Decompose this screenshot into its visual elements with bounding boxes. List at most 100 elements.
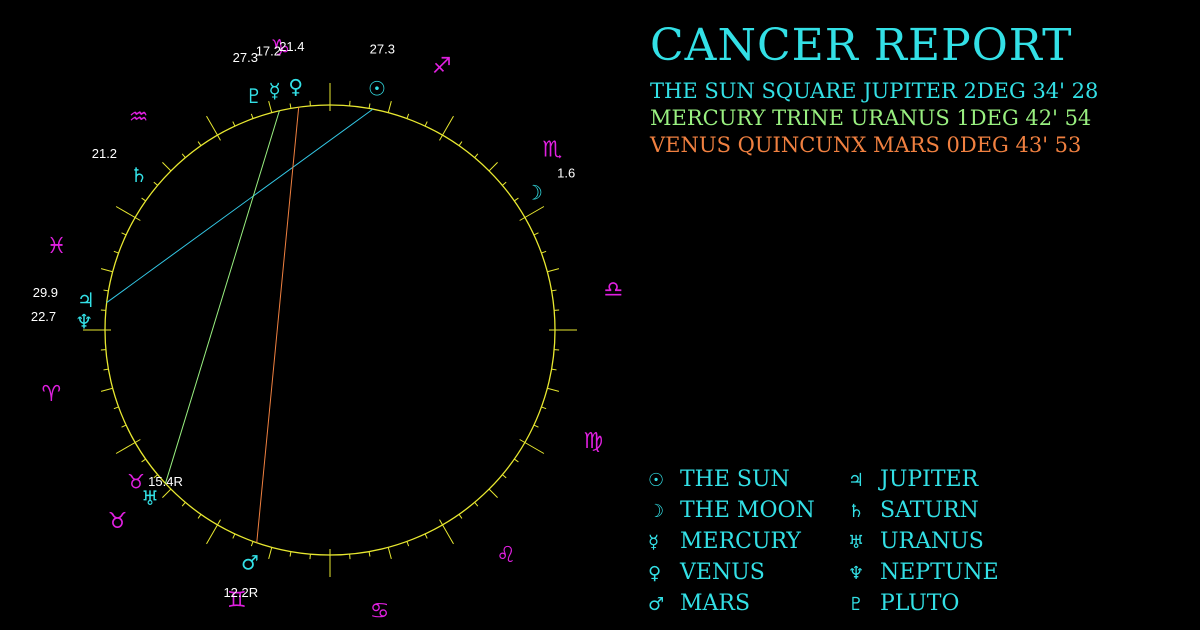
degree-tick [289, 551, 292, 557]
degree-tick [502, 474, 507, 479]
planet-degree-label: 22.7 [31, 309, 56, 324]
degree-tick [368, 103, 371, 109]
degree-tick [547, 268, 560, 273]
legend-item: ♆ NEPTUNE [848, 559, 1048, 588]
legend-item: ☽THE MOON [648, 497, 848, 526]
aspect-text: VENUS QUINCUNX MARS 0DEG 43' 53 [650, 133, 1082, 157]
legend-label: THE SUN [680, 467, 790, 492]
zodiac-sign-aries-icon: ♈ [41, 382, 61, 407]
zodiac-sign-virgo-icon: ♍ [583, 429, 603, 454]
degree-tick [232, 121, 236, 127]
degree-tick [514, 458, 519, 463]
degree-ticks [83, 83, 577, 577]
degree-tick [162, 162, 172, 172]
legend-item: ♅URANUS [848, 528, 1048, 557]
zodiac-sign-pisces-icon: ♓ [47, 234, 67, 259]
degree-tick [113, 406, 119, 410]
venus-icon: ♀ [288, 74, 303, 98]
zodiac-sign-scorpio-icon: ♏ [542, 138, 562, 163]
degree-tick [197, 514, 202, 519]
legend-item: ♇ PLUTO [848, 590, 1048, 619]
degree-tick [406, 541, 410, 547]
degree-tick [115, 206, 141, 221]
uranus-icon: ♅ [141, 486, 159, 510]
degree-tick [406, 113, 410, 119]
legend-label: VENUS [680, 560, 765, 585]
planet-degree-label: 21.4 [279, 39, 304, 54]
degree-tick [541, 406, 547, 410]
legend-planet-icon: ☉ [648, 470, 665, 491]
degree-tick [474, 502, 479, 507]
saturn-icon: ♄ [130, 163, 148, 187]
zodiac-sign-capricorn-icon: ♑ [270, 36, 290, 61]
zodiac-sign-sagittarius-icon: ♐ [432, 54, 452, 79]
degree-tick [387, 100, 392, 113]
degree-tick [103, 368, 109, 371]
degree-tick [181, 153, 186, 158]
zodiac-ring [104, 104, 556, 556]
legend-label: NEPTUNE [880, 560, 999, 585]
legend-label: MERCURY [680, 529, 801, 554]
degree-tick [268, 100, 273, 113]
legend-planet-icon: ♇ [848, 594, 865, 615]
degree-tick [519, 439, 545, 454]
degree-tick [424, 533, 428, 539]
zodiac-sign-taurus-icon: ♉ [108, 509, 128, 534]
mars-icon: ♂ [241, 551, 259, 575]
planet-degree-label: 29.9 [33, 285, 58, 300]
degree-tick [181, 502, 186, 507]
legend-planet-icon: ♅ [848, 532, 865, 553]
legend-item: ♄SATURN [848, 497, 1048, 526]
taurus-marker-icon: ♉ [127, 469, 145, 493]
degree-tick [458, 514, 463, 519]
planet-degree-label: 12.2R [223, 585, 258, 600]
degree-tick [250, 113, 254, 119]
legend-item: ♃JUPITER [848, 466, 1048, 495]
legend-planet-icon: ☽ [648, 501, 665, 522]
degree-tick [387, 547, 392, 560]
degree-tick [474, 153, 479, 158]
legend-planet-icon: ♂ [648, 594, 665, 615]
degree-tick [551, 368, 557, 371]
degree-tick [121, 232, 127, 236]
degree-tick [439, 115, 454, 141]
legend-planet-icon: ♆ [848, 563, 865, 584]
aspect-text: MERCURY TRINE URANUS 1DEG 42' 54 [650, 106, 1092, 130]
aspect-line-mercury-uranus [164, 110, 280, 484]
legend-label: PLUTO [880, 591, 960, 616]
degree-tick [121, 424, 127, 428]
planet-markers: ☉27.3♀21.4☿17.2♇27.3♄21.2♃29.9♆22.7♅♉15.… [31, 39, 575, 600]
legend-item: ♂MARS [648, 590, 848, 619]
degree-tick [439, 519, 454, 545]
zodiac-signs: ♑♐♏♎♍♌♋♊♉♈♓♒ [41, 36, 623, 624]
report-title: CANCER REPORT [650, 20, 1073, 71]
aspect-line-sun-jupiter [106, 108, 374, 303]
neptune-icon: ♆ [75, 309, 93, 333]
zodiac-sign-libra-icon: ♎ [603, 278, 623, 303]
degree-tick [488, 488, 498, 498]
degree-tick [424, 121, 428, 127]
aspect-line-venus-mars [256, 107, 300, 543]
degree-tick [153, 474, 158, 479]
legend-label: SATURN [880, 498, 979, 523]
degree-tick [115, 439, 141, 454]
jupiter-icon: ♃ [77, 288, 95, 312]
legend-planet-icon: ☿ [648, 532, 660, 553]
pluto-icon: ♇ [245, 84, 263, 108]
moon-icon: ☽ [525, 180, 543, 204]
degree-tick [547, 387, 560, 392]
degree-tick [197, 141, 202, 146]
sun-icon: ☉ [368, 77, 386, 101]
degree-tick [206, 115, 221, 141]
planet-degree-label: 27.3 [233, 50, 258, 65]
mercury-icon: ☿ [269, 78, 281, 102]
zodiac-sign-aquarius-icon: ♒ [129, 105, 149, 130]
legend-label: JUPITER [880, 467, 979, 492]
zodiac-sign-gemini-icon: ♊ [227, 588, 247, 613]
degree-tick [162, 488, 172, 498]
degree-tick [533, 232, 539, 236]
aspect-text: THE SUN SQUARE JUPITER 2DEG 34' 28 [650, 79, 1099, 103]
degree-tick [502, 181, 507, 186]
degree-tick [103, 289, 109, 292]
